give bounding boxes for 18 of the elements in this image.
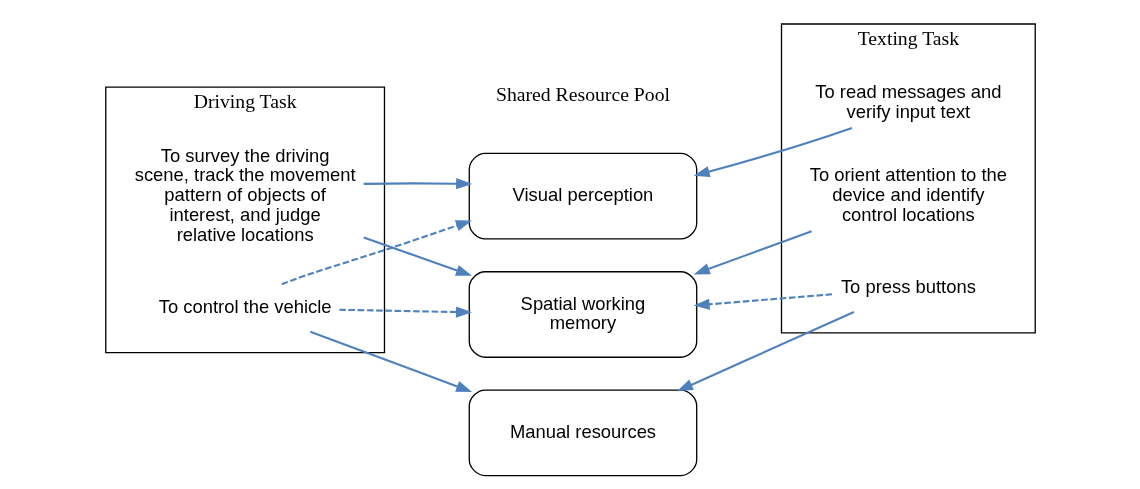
node-box: Visual perception <box>468 152 697 240</box>
node-text: To read messages and verify input text <box>814 80 1001 122</box>
arrow <box>309 330 472 392</box>
arrow <box>338 306 472 318</box>
arrow <box>676 311 854 392</box>
node-text: To press buttons <box>840 276 976 298</box>
arrow <box>362 236 472 276</box>
arrow <box>280 220 472 286</box>
arrow <box>693 293 832 310</box>
arrow <box>693 126 852 178</box>
node-box: Manual resources <box>468 389 697 477</box>
label: Shared Resource Pool <box>495 82 670 105</box>
node-text: To control the vehicle <box>158 295 332 317</box>
arrow <box>363 178 472 190</box>
node-box: Spatial working memory <box>468 271 697 358</box>
node-text: To survey the driving scene, track the movement pattern of objects of interest, and judge relative locations <box>134 144 356 245</box>
node-text: To orient attention to the device and identify control locations <box>809 164 1007 225</box>
arrow <box>693 230 812 275</box>
